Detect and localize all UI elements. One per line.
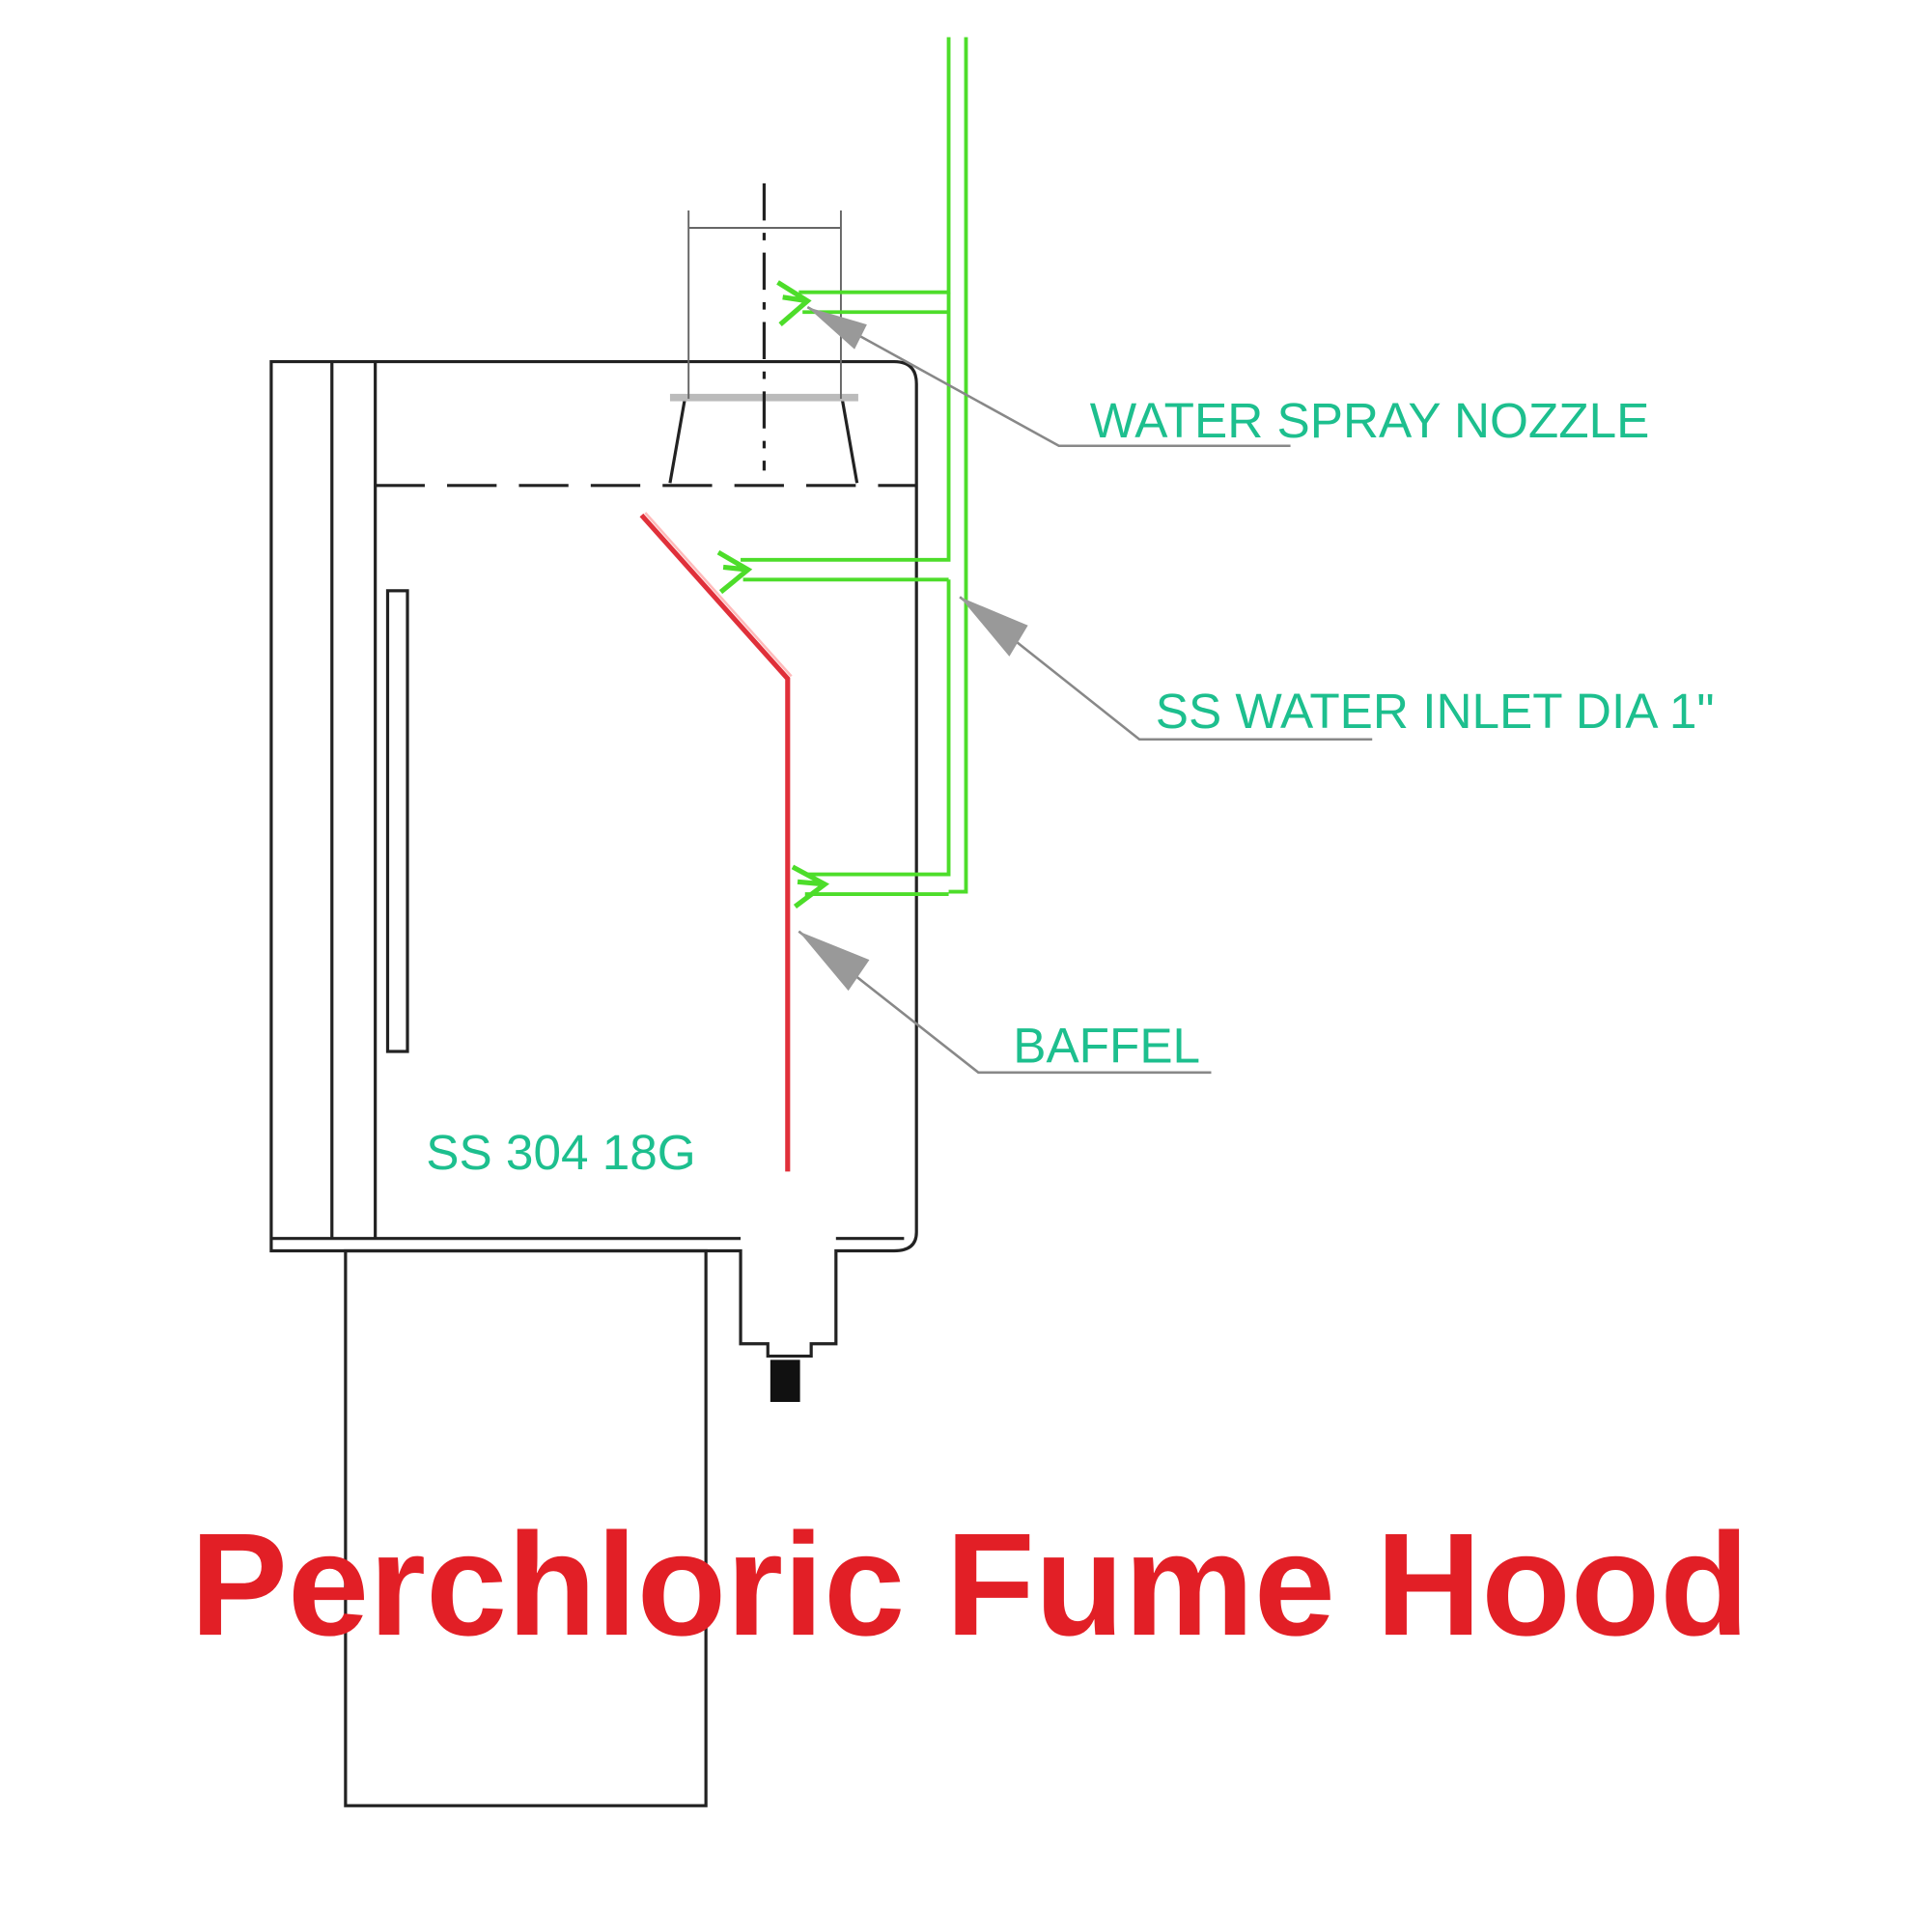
- material-label: SS 304 18G: [426, 1125, 695, 1180]
- leader-arrows: [798, 305, 1373, 1075]
- drain-plug: [770, 1359, 800, 1403]
- spray-nozzle-icon: [716, 280, 830, 909]
- exhaust-duct: [687, 210, 842, 400]
- sash-handle: [385, 589, 409, 1053]
- water-inlet-pipe: [741, 37, 968, 897]
- baffle-label: BAFFEL: [1013, 1019, 1200, 1074]
- baffle: [639, 513, 791, 1172]
- page-title: Perchloric Fume Hood: [190, 1503, 1750, 1666]
- exhaust-collar: [668, 398, 859, 484]
- water-inlet-label: SS WATER INLET DIA 1": [1156, 684, 1715, 739]
- water-spray-nozzle-label: WATER SPRAY NOZZLE: [1090, 393, 1650, 448]
- hood-body: [269, 359, 918, 1358]
